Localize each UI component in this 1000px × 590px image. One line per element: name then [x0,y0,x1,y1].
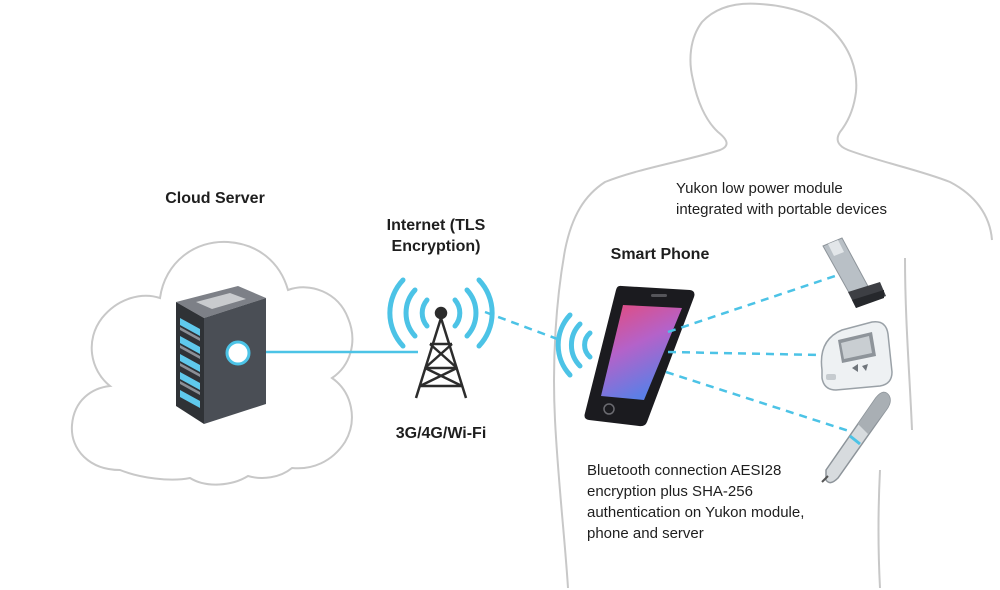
person-silhouette [553,2,993,589]
smart-phone-label: Smart Phone [610,246,710,263]
glucose-meter-icon [820,321,893,391]
cloud-server-label: Cloud Server [165,190,265,207]
internet-label-line2: Encryption) [391,238,481,255]
server-rack-icon [176,286,266,424]
bluetooth-label-line2: encryption plus SHA-256 [587,483,753,500]
network-types-label: 3G/4G/Wi-Fi [395,425,487,442]
bluetooth-label-line3: authentication on Yukon module, [587,504,805,521]
cell-tower-icon [414,306,468,399]
inhaler-icon [822,237,886,308]
module-label-line2: integrated with portable devices [676,201,887,218]
tower-phone-link [484,310,561,342]
module-label-line1: Yukon low power module [676,180,843,197]
smartphone-icon [584,285,695,427]
internet-label-line1: Internet (TLS [386,217,486,234]
bluetooth-label-line4: phone and server [587,525,704,542]
phone-glucometer-link [667,350,823,357]
phone-pen-link [665,370,853,434]
person-arm-right-lower [877,469,881,589]
phone-signal-waves-icon [555,312,593,378]
tower-signal-waves-icon [387,277,495,349]
person-arm-right [904,257,913,431]
bluetooth-label-line1: Bluetooth connection AESI28 [587,462,782,479]
insulin-pen-icon [821,391,891,484]
phone-inhaler-link [667,273,839,334]
